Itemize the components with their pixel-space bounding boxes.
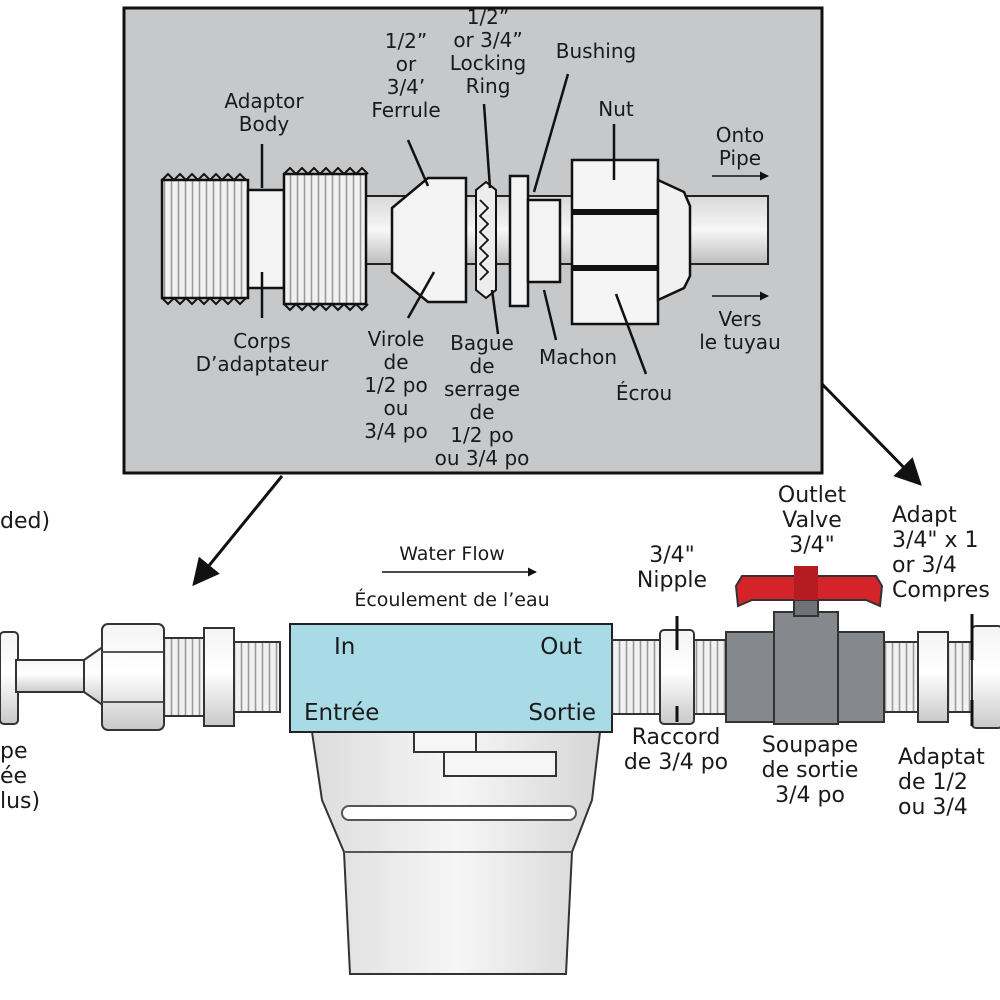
filter-head — [289, 623, 613, 733]
label-line: Corps — [233, 329, 291, 353]
label-line: de — [470, 354, 495, 378]
label-line: Body — [239, 112, 290, 136]
label-line: Raccord — [632, 725, 721, 750]
label-water-flow: Water Flow — [399, 543, 505, 565]
label-line: Bushing — [556, 39, 636, 63]
left-partial-fitting — [0, 631, 105, 725]
locking-ring-part — [475, 180, 497, 300]
label-line: 1/2 po — [364, 373, 427, 397]
label-line: or 3/4” — [453, 28, 522, 52]
label-line: de 3/4 po — [624, 750, 728, 775]
label-nipple: 3/4"Nipple — [637, 543, 707, 593]
label-line: ée — [0, 764, 27, 789]
filter-label-sortie: Sortie — [528, 700, 596, 726]
adaptor-body-part — [160, 166, 369, 312]
left-compression-nut — [101, 623, 281, 731]
label-line: 1/2” — [467, 5, 510, 29]
nipple-fitting — [611, 616, 727, 725]
nut-part — [570, 158, 692, 326]
label-line: Écrou — [616, 381, 672, 405]
label-line: 3/4" — [649, 543, 695, 568]
label-machon: Machon — [539, 345, 617, 369]
label-line: Bague — [450, 331, 514, 355]
label-line: Adapt — [892, 503, 957, 528]
label-left-partial-top: ded) — [0, 509, 50, 534]
label-line: 3/4" — [789, 533, 835, 558]
label-line: le tuyau — [699, 330, 781, 354]
right-partial-fitting — [883, 614, 1000, 729]
label-line: ou 3/4 po — [435, 446, 530, 470]
label-line: ded) — [0, 509, 50, 534]
inset-leaders — [260, 73, 648, 375]
label-line: serrage — [444, 377, 520, 401]
label-line: Soupape — [762, 733, 858, 758]
label-line: Adaptor — [224, 89, 304, 113]
label-line: lus) — [0, 789, 40, 814]
label-line: Ferrule — [371, 98, 440, 122]
ferrule-part — [390, 176, 468, 304]
label-line: Onto — [716, 123, 765, 147]
label-line: Pipe — [719, 146, 761, 170]
filter-label-out: Out — [540, 634, 582, 660]
label-line: Adaptat — [898, 745, 985, 770]
label-line: or 3/4 — [892, 553, 957, 578]
inset-arrow-left — [192, 475, 284, 587]
label-line: de — [470, 400, 495, 424]
label-line: Valve — [782, 508, 842, 533]
label-line: Locking — [450, 51, 527, 75]
label-line: 3/4" x 1 — [892, 528, 979, 553]
label-ecrou: Écrou — [616, 381, 672, 405]
label-line: D’adaptateur — [196, 352, 330, 376]
label-line: Outlet — [778, 483, 847, 508]
label-nut: Nut — [598, 97, 634, 121]
label-line: 3/4 po — [364, 419, 427, 443]
label-line: Nipple — [637, 568, 707, 593]
label-line: de — [384, 350, 409, 374]
label-line: 3/4 po — [775, 783, 845, 808]
label-line: 3/4’ — [387, 75, 426, 99]
filter-housing — [289, 623, 613, 975]
label-line: Vers — [718, 307, 761, 331]
label-line: or — [396, 52, 417, 76]
filter-label-in: In — [334, 634, 355, 660]
label-line: 1/2” — [385, 29, 428, 53]
label-line: Machon — [539, 345, 617, 369]
filter-label-entree: Entrée — [304, 700, 379, 726]
label-line: Ring — [466, 74, 511, 98]
label-line: ou 3/4 — [898, 795, 968, 820]
label-line: Virole — [368, 327, 425, 351]
label-line: de 1/2 — [898, 770, 968, 795]
inset-arrow-right — [820, 382, 922, 486]
label-line: de sortie — [762, 758, 859, 783]
outlet-valve — [725, 566, 885, 725]
label-line: Nut — [598, 97, 634, 121]
label-bushing: Bushing — [556, 39, 636, 63]
label-line: 1/2 po — [450, 423, 513, 447]
label-line: ou — [384, 396, 409, 420]
label-line: pe — [0, 739, 28, 764]
label-line: Compres — [892, 578, 990, 603]
bushing-part — [508, 174, 562, 308]
label-ecoulement: Écoulement de l’eau — [354, 588, 549, 611]
